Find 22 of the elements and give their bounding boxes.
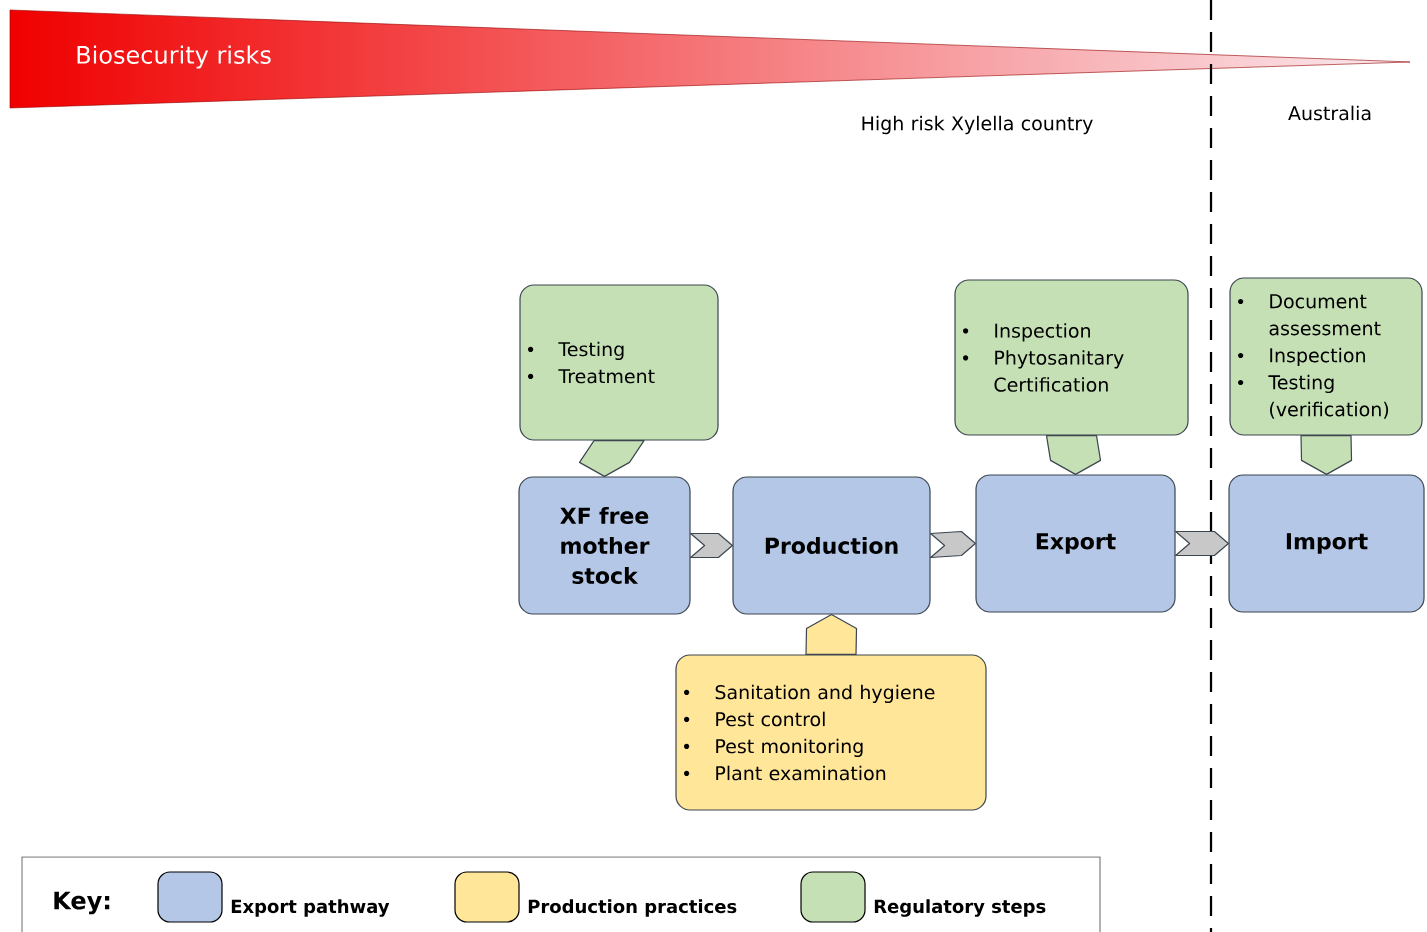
block-arrow — [1300, 435, 1353, 475]
block-arrow — [578, 440, 645, 477]
step-box: Inspection Phytosanitary Certification — [954, 279, 1189, 436]
region-label: High risk Xylella country — [862, 115, 1093, 135]
process-box: XF free mother stock — [518, 476, 691, 615]
key-label: Key: — [54, 891, 110, 915]
step-box: Document assessment Inspection Testing (verification) — [1229, 277, 1423, 436]
process-box: Import — [1228, 474, 1425, 613]
process-box: Export — [975, 474, 1176, 613]
chevron-arrow — [930, 530, 976, 559]
legend-label: Regulatory steps — [874, 899, 1046, 917]
title-text: Biosecurity risks — [77, 45, 271, 69]
region-label: Australia — [1288, 105, 1371, 121]
process-box: Production — [732, 476, 931, 615]
step-box: Sanitation and hygiene Pest control Pest monitoring Plant examination — [675, 654, 987, 811]
block-arrow — [1045, 435, 1102, 475]
chevron-arrow — [690, 532, 733, 559]
legend-label: Production practices — [528, 899, 737, 917]
step-box: Testing Treatment — [519, 284, 719, 441]
block-arrow — [805, 614, 858, 655]
chevron-arrow — [1175, 530, 1229, 557]
legend-label: Export pathway — [231, 899, 390, 917]
